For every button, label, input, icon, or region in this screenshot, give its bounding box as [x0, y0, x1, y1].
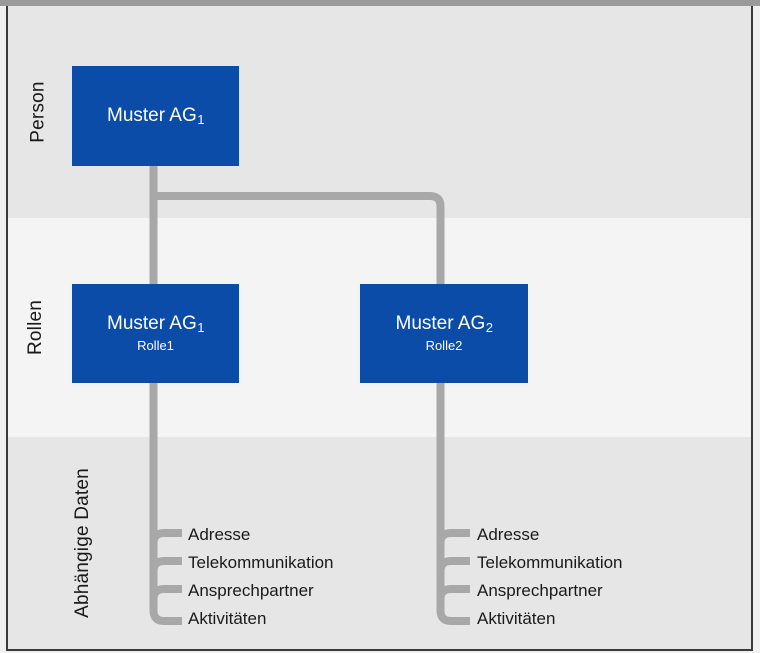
entity-box-role2-title-subscript: 2: [485, 319, 493, 335]
leaf-left-adresse[interactable]: Adresse: [188, 525, 251, 544]
leaf-left-telekommunikation[interactable]: Telekommunikation: [188, 553, 334, 572]
entity-box-person-title-subscript: 1: [197, 111, 205, 127]
entity-box-role2-subtitle: Rolle2: [425, 337, 463, 353]
entity-box-role1[interactable]: Muster AG1 Rolle1: [72, 284, 239, 383]
leaf-left-aktivitaeten[interactable]: Aktivitäten: [188, 609, 267, 628]
leaf-right-telekommunikation[interactable]: Telekommunikation: [477, 553, 623, 572]
leaf-right-ansprechpartner[interactable]: Ansprechpartner: [477, 581, 603, 600]
frame-border: [6, 6, 753, 651]
entity-box-role1-subtitle: Rolle1: [137, 337, 174, 353]
entity-box-role2-title: Muster AG2: [395, 312, 493, 335]
entity-box-role1-title: Muster AG1: [107, 312, 205, 335]
frame-top-strip: [0, 0, 760, 6]
entity-box-person-title: Muster AG1: [107, 104, 205, 127]
leaf-right-aktivitaeten[interactable]: Aktivitäten: [477, 609, 556, 628]
entity-box-role2[interactable]: Muster AG2 Rolle2: [360, 284, 528, 383]
leaf-right-adresse[interactable]: Adresse: [477, 525, 540, 544]
leaf-left-ansprechpartner[interactable]: Ansprechpartner: [188, 581, 314, 600]
entity-box-person[interactable]: Muster AG1: [72, 66, 239, 166]
entity-box-role1-title-subscript: 1: [197, 319, 205, 335]
entity-box-role1-title-text: Muster AG: [107, 312, 197, 334]
swimlane-abhaengige-daten: Abhängige Daten: [8, 437, 751, 649]
entity-box-role2-title-text: Muster AG: [395, 312, 486, 334]
entity-box-person-title-text: Muster AG: [107, 104, 197, 126]
